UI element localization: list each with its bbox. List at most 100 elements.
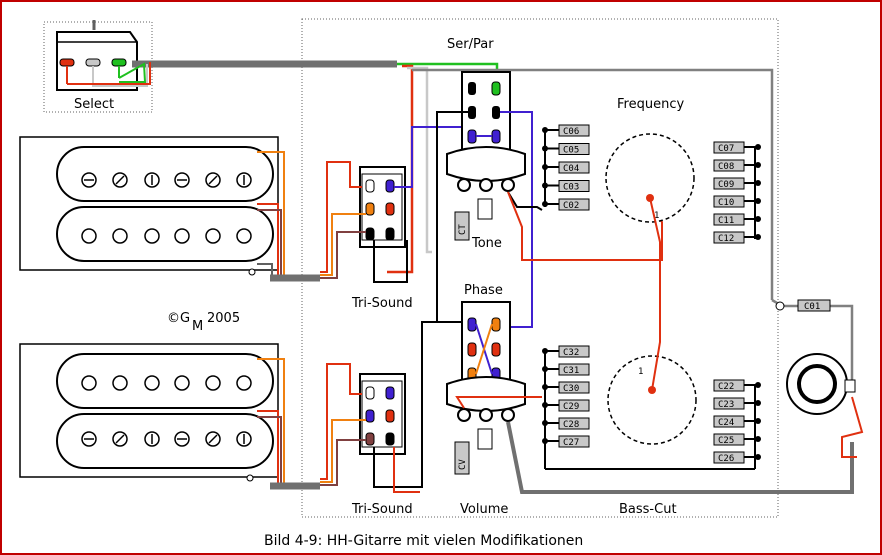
tri-sound-switch-bottom bbox=[359, 373, 406, 455]
humbucker-neck bbox=[19, 136, 279, 271]
cap-c01-label: C01 bbox=[804, 302, 820, 312]
serpar-label: Ser/Par bbox=[447, 37, 494, 52]
solder-dot bbox=[755, 162, 761, 168]
frequency-label: Frequency bbox=[617, 97, 684, 112]
solder-dot bbox=[542, 201, 548, 207]
select-label: Select bbox=[74, 97, 114, 112]
capacitor-label: C08 bbox=[718, 162, 734, 172]
capacitor-label: C03 bbox=[563, 183, 579, 193]
capacitor bbox=[713, 141, 745, 154]
capacitor-label: C05 bbox=[563, 146, 579, 156]
capacitor bbox=[713, 159, 745, 172]
tri-sound-switch-top bbox=[359, 166, 406, 248]
solder-dot bbox=[755, 216, 761, 222]
capacitor-label: C25 bbox=[718, 436, 734, 446]
capacitor bbox=[558, 399, 590, 412]
bass-cut-label: Bass-Cut bbox=[619, 502, 677, 517]
capacitor-label: C30 bbox=[563, 384, 579, 394]
figure-caption: Bild 4-9: HH-Gitarre mit vielen Modifika… bbox=[264, 533, 583, 549]
tone-pot: CT bbox=[454, 178, 515, 241]
capacitor bbox=[713, 195, 745, 208]
humbucker-bridge bbox=[19, 343, 279, 478]
solder-dot bbox=[542, 348, 548, 354]
capacitor bbox=[713, 415, 745, 428]
capacitor-label: C23 bbox=[718, 400, 734, 410]
capacitor-label: C24 bbox=[718, 418, 734, 428]
solder-dot bbox=[755, 418, 761, 424]
capacitor bbox=[558, 435, 590, 448]
copyright-symbol: ©G bbox=[167, 311, 190, 326]
solder-dot bbox=[542, 402, 548, 408]
capacitor bbox=[713, 231, 745, 244]
capacitor bbox=[558, 345, 590, 358]
capacitor-label: C29 bbox=[563, 402, 579, 412]
select-switch bbox=[56, 20, 138, 91]
capacitor bbox=[713, 397, 745, 410]
solder-dot bbox=[755, 234, 761, 240]
tone-label: Tone bbox=[471, 236, 502, 251]
capacitor-label: C31 bbox=[563, 366, 579, 376]
capacitor bbox=[713, 177, 745, 190]
capacitor bbox=[558, 381, 590, 394]
capacitor-label: C26 bbox=[718, 454, 734, 464]
solder-dot bbox=[755, 436, 761, 442]
phase-label: Phase bbox=[464, 283, 503, 298]
copyright-year: 2005 bbox=[207, 311, 240, 326]
capacitor-label: C22 bbox=[718, 382, 734, 392]
capacitor bbox=[558, 417, 590, 430]
serpar-switch bbox=[446, 71, 526, 182]
solder-dot bbox=[755, 180, 761, 186]
capacitor-label: C09 bbox=[718, 180, 734, 190]
solder-dot bbox=[755, 400, 761, 406]
capacitor-label: C11 bbox=[718, 216, 734, 226]
capacitor bbox=[558, 161, 590, 174]
capacitor bbox=[713, 433, 745, 446]
solder-dot bbox=[542, 420, 548, 426]
solder-dot bbox=[542, 384, 548, 390]
capacitor bbox=[558, 180, 590, 192]
capacitor-label: C27 bbox=[563, 438, 579, 448]
tri-sound-bottom-label: Tri-Sound bbox=[351, 502, 413, 517]
output-jack bbox=[786, 353, 856, 415]
capacitor bbox=[558, 363, 590, 376]
solder-dot bbox=[542, 438, 548, 444]
solder-dot bbox=[755, 144, 761, 150]
tri-sound-top-label: Tri-Sound bbox=[351, 296, 413, 311]
solder-dot bbox=[542, 127, 548, 133]
volume-pot: CV bbox=[454, 408, 515, 475]
capacitor bbox=[558, 124, 590, 137]
capacitor-label: C12 bbox=[718, 234, 734, 244]
solder-dot bbox=[542, 366, 548, 372]
cv-label: CV bbox=[458, 459, 468, 470]
bass-cut-rotary: 1 bbox=[607, 355, 697, 445]
capacitor bbox=[713, 379, 745, 392]
frequency-rotary: 1 bbox=[605, 133, 695, 223]
ct-label: CT bbox=[458, 224, 468, 235]
solder-dot bbox=[755, 454, 761, 460]
solder-dot bbox=[755, 382, 761, 388]
frequency-one: 1 bbox=[654, 211, 659, 221]
bass-cut-one: 1 bbox=[638, 367, 643, 377]
capacitor-label: C10 bbox=[718, 198, 734, 208]
capacitor bbox=[558, 198, 590, 211]
phase-switch bbox=[446, 301, 526, 412]
capacitor bbox=[558, 143, 590, 155]
capacitor-label: C28 bbox=[563, 420, 579, 430]
capacitor-label: C07 bbox=[718, 144, 734, 154]
solder-dot bbox=[542, 164, 548, 170]
solder-dot bbox=[542, 145, 548, 152]
copyright-sub: M bbox=[192, 319, 203, 334]
cap-c01 bbox=[797, 299, 831, 312]
capacitor bbox=[713, 451, 745, 464]
capacitor-label: C04 bbox=[563, 164, 579, 174]
capacitor-label: C02 bbox=[563, 201, 579, 211]
solder-dot bbox=[542, 182, 548, 189]
control-box bbox=[301, 18, 779, 518]
capacitor-label: C06 bbox=[563, 127, 579, 137]
